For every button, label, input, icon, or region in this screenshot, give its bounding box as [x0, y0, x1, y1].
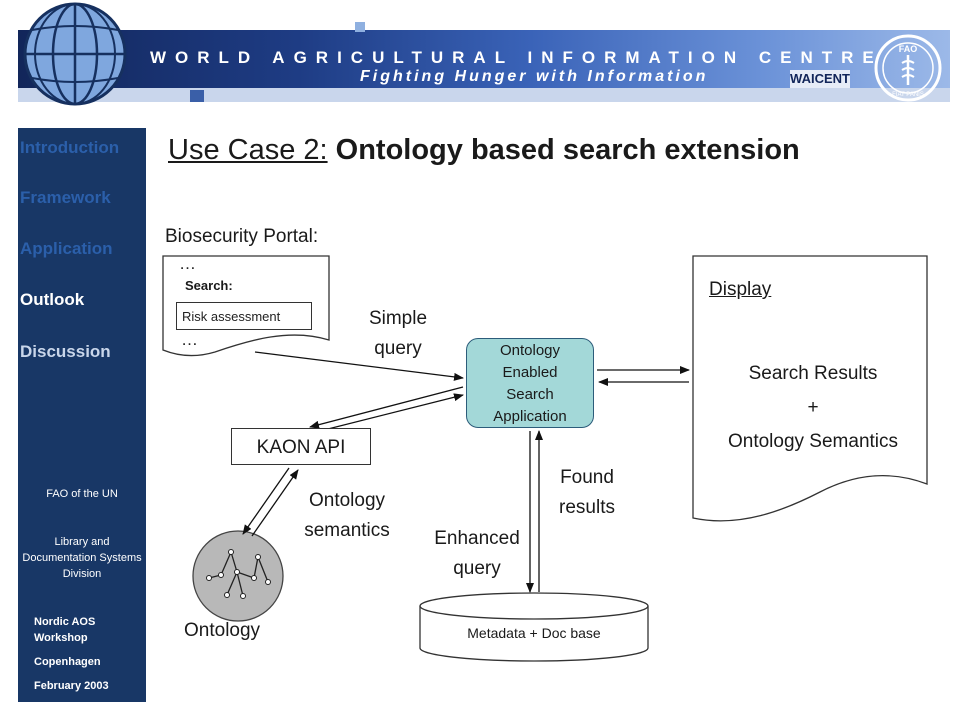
enhanced-query-line: Enhanced — [434, 528, 520, 549]
display-line: Search Results — [748, 363, 878, 384]
page-title: Use Case 2: Ontology based search extens… — [168, 134, 800, 167]
fao-logo-text: FAO — [899, 44, 918, 54]
banner-title: WORLD AGRICULTURAL INFORMATION CENTRE — [150, 48, 883, 67]
arrow-app-to-kaon — [309, 386, 464, 429]
arrow-kaon-to-ontology — [242, 467, 290, 535]
sidebar: Introduction Framework Application Outlo… — [18, 128, 146, 702]
database-label: Metadata + Doc base — [467, 625, 601, 641]
event-place: Copenhagen — [34, 656, 101, 668]
enhanced-query-line: query — [453, 558, 501, 579]
sidebar-item-application[interactable]: Application — [20, 239, 113, 258]
center-box-line: Enabled — [502, 364, 558, 381]
sidebar-item-discussion[interactable]: Discussion — [20, 342, 111, 361]
ontology-semantics-line: Ontology — [308, 490, 386, 511]
portal-label: Biosecurity Portal: — [165, 226, 319, 247]
arrow-portal-to-app — [254, 351, 464, 381]
simple-query-line: Simple — [368, 308, 428, 329]
ellipsis-bottom: … — [181, 330, 198, 349]
banner-square — [355, 22, 365, 32]
simple-query-line: query — [374, 338, 422, 359]
ellipsis-top: … — [179, 254, 196, 273]
fao-logo: FAO FIAT PANIS — [874, 34, 942, 102]
division-name: Library and Documentation Systems Divisi… — [22, 536, 142, 580]
display-results: Search Results + Ontology Semantics — [700, 357, 926, 459]
globe-icon — [23, 2, 127, 106]
center-box-line: Application — [493, 408, 567, 425]
display-line: + — [807, 397, 819, 418]
center-box-line: Ontology — [499, 342, 561, 359]
ontology-graph-icon — [192, 530, 284, 622]
database-cylinder — [419, 592, 649, 662]
ontology-label: Ontology — [184, 620, 261, 641]
ontology-semantics-line: semantics — [304, 520, 390, 541]
found-results-line: results — [559, 497, 615, 518]
sidebar-item-outlook[interactable]: Outlook — [20, 290, 85, 309]
ontology-semantics-label: Ontology semantics — [286, 486, 408, 546]
title-prefix: Use Case 2: — [168, 134, 328, 166]
sidebar-item-introduction[interactable]: Introduction — [20, 138, 120, 157]
search-input[interactable] — [176, 302, 312, 330]
display-document-shape — [692, 255, 928, 522]
banner: WORLD AGRICULTURAL INFORMATION CENTRE Fi… — [0, 0, 960, 120]
fao-motto: FIAT PANIS — [892, 92, 924, 98]
arrow-kaon-to-app — [315, 393, 464, 433]
ontology-search-application-box: Ontology Enabled Search Application — [466, 338, 594, 428]
center-box-line: Search — [506, 386, 554, 403]
found-results-label: Found results — [545, 463, 629, 523]
waicent-logo: WAICENT — [790, 70, 850, 88]
found-results-line: Found — [560, 467, 614, 488]
kaon-api-box: KAON API — [231, 428, 371, 465]
banner-strip — [18, 88, 950, 102]
display-line: Ontology Semantics — [727, 431, 899, 452]
simple-query-label: Simple query — [355, 304, 441, 364]
display-title: Display — [709, 279, 772, 300]
org-name: FAO of the UN — [46, 488, 118, 500]
sidebar-item-framework[interactable]: Framework — [20, 188, 111, 207]
event-date: February 2003 — [34, 680, 109, 692]
banner-square — [190, 90, 204, 102]
title-main: Ontology based search extension — [335, 134, 800, 166]
arrow-ontology-to-kaon — [251, 469, 299, 537]
search-label: Search: — [185, 278, 233, 293]
enhanced-query-label: Enhanced query — [420, 524, 534, 584]
banner-subtitle: Fighting Hunger with Information — [360, 68, 709, 85]
event-name: Nordic AOS Workshop — [34, 616, 96, 644]
